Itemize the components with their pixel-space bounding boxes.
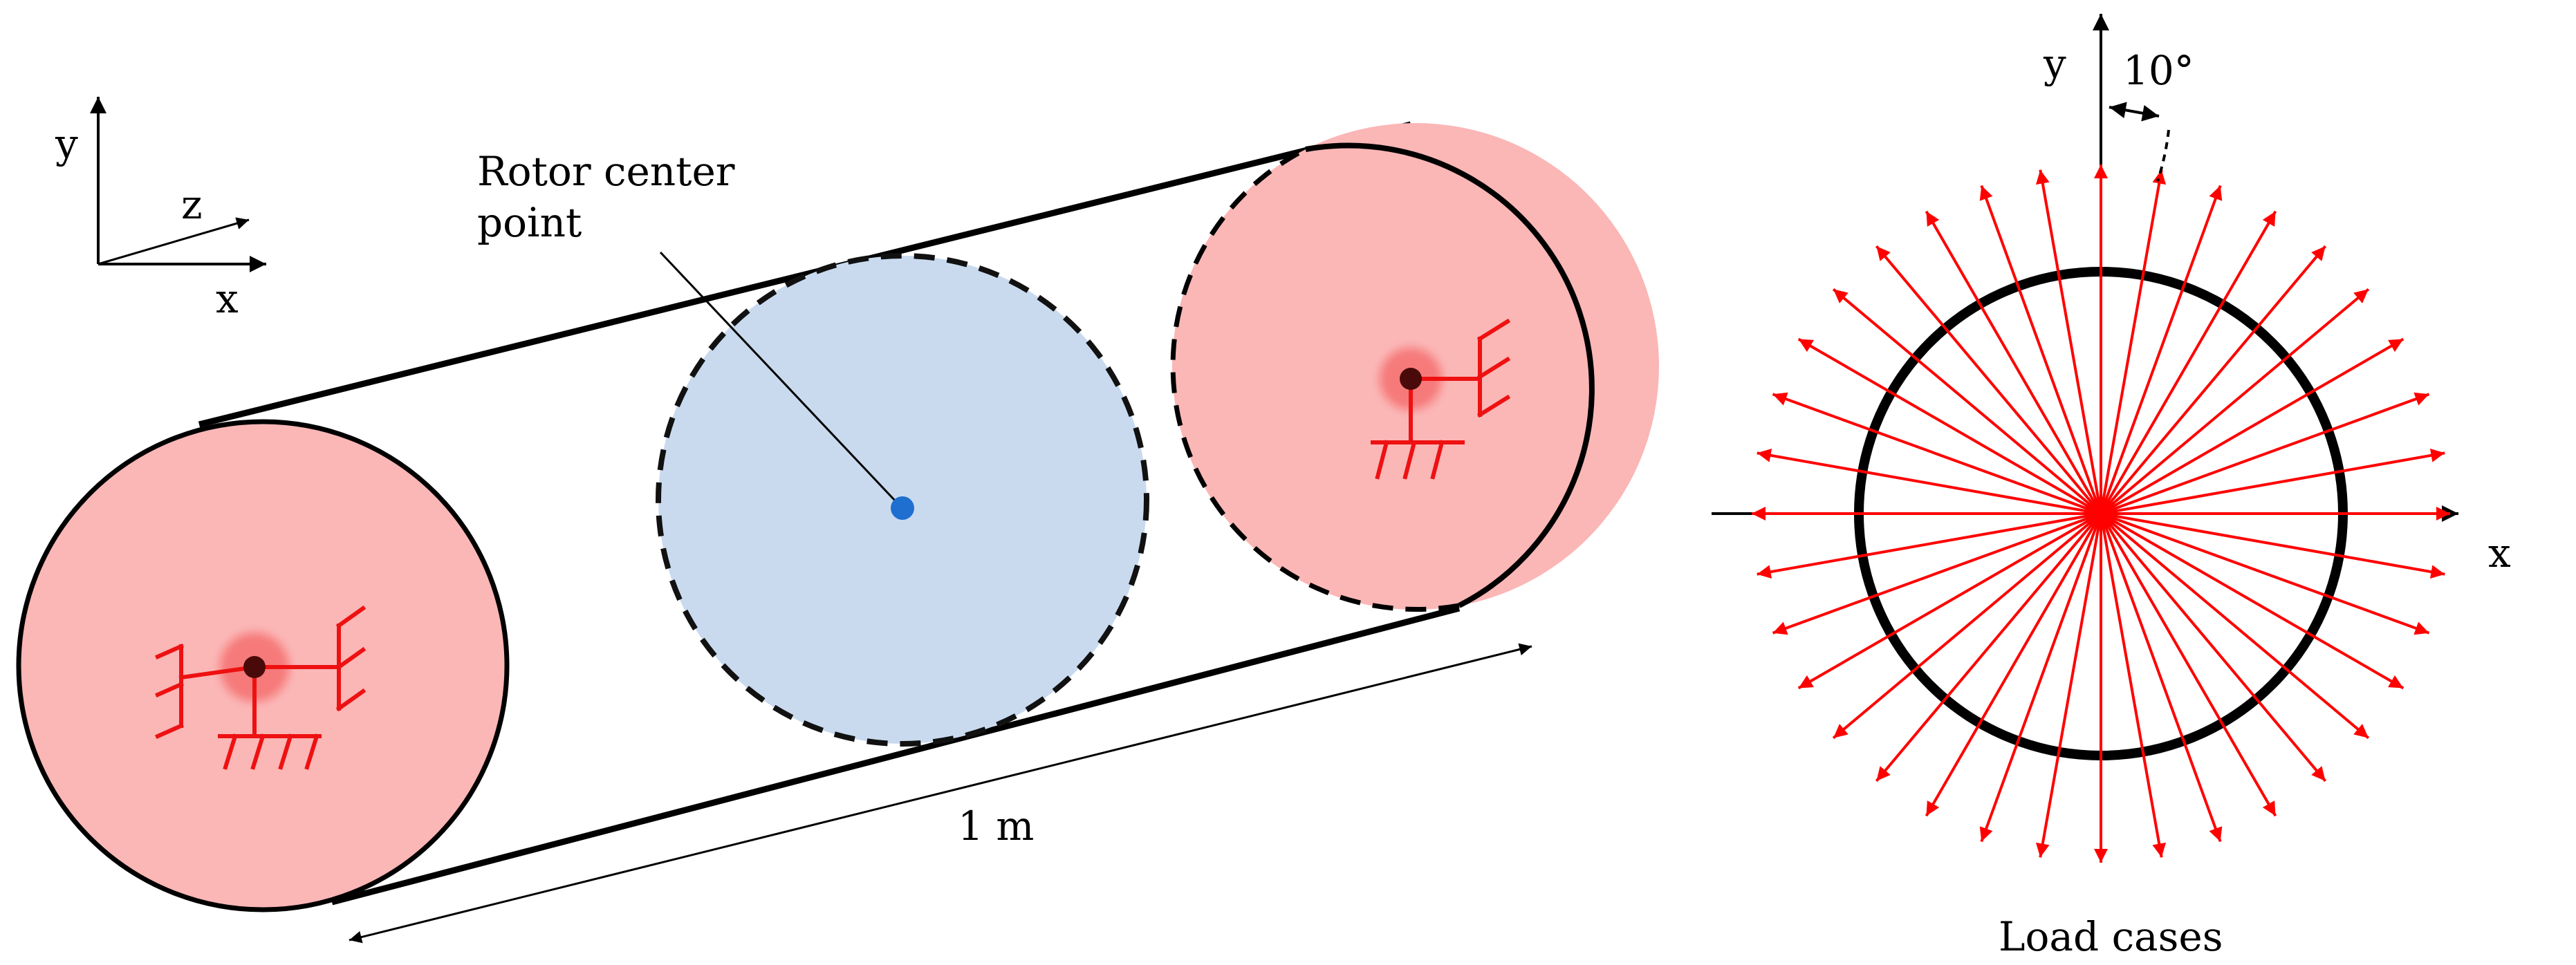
- triad-x-label: x: [216, 275, 239, 322]
- load-arrow-230deg: [1832, 512, 2102, 740]
- load-arrow-110deg: [2100, 512, 2430, 635]
- load-arrow-30deg: [2100, 210, 2277, 515]
- load-arrow-140deg: [2100, 512, 2327, 783]
- angle-indicator-arrow: [2109, 102, 2160, 122]
- load-arrow-340deg: [1979, 185, 2102, 514]
- front-bearing-node: [243, 656, 266, 678]
- load-arrow-70deg: [2100, 392, 2430, 515]
- triad-y-label: y: [55, 120, 78, 167]
- rear-bearing-dashed-edge: [1170, 147, 1460, 612]
- angle-label: 10°: [2123, 47, 2194, 94]
- load-case-diagram: y 10° x Load cases: [1712, 14, 2511, 960]
- triad-z-axis: [98, 217, 250, 265]
- load-arrow-150deg: [2100, 512, 2277, 817]
- load-arrow-350deg: [2035, 169, 2102, 514]
- load-arrow-20deg: [2100, 185, 2223, 514]
- load-arrow-210deg: [1925, 512, 2102, 817]
- load-arrow-10deg: [2100, 169, 2167, 514]
- load-arrow-50deg: [2100, 288, 2370, 515]
- load-arrow-40deg: [2100, 245, 2327, 515]
- load-arrow-300deg: [1797, 337, 2102, 515]
- load-arrow-220deg: [1875, 512, 2102, 783]
- rotor-center-dot: [891, 496, 914, 520]
- load-arrow-60deg: [2100, 337, 2404, 515]
- angle-indicator-dashed: [2156, 129, 2170, 182]
- rotor-center-label-line2: point: [477, 199, 582, 246]
- load-arrow-160deg: [2100, 513, 2223, 843]
- axes-triad: y z x: [55, 97, 266, 322]
- length-dimension-arrow: [349, 643, 1532, 944]
- load-arrow-200deg: [1979, 513, 2102, 843]
- triad-z-label: z: [181, 181, 203, 228]
- load-arrow-290deg: [1772, 392, 2102, 515]
- load-x-label: x: [2488, 530, 2511, 577]
- length-label: 1 m: [958, 803, 1034, 850]
- load-arrow-260deg: [1757, 512, 2102, 579]
- load-arrow-100deg: [2100, 512, 2445, 579]
- load-arrow-330deg: [1925, 210, 2102, 515]
- load-arrows: [1752, 165, 2450, 863]
- load-arrow-320deg: [1875, 245, 2102, 515]
- cylinder-top-edge: [198, 121, 1412, 428]
- load-arrow-280deg: [1757, 448, 2102, 515]
- load-arrow-310deg: [1832, 288, 2102, 515]
- load-arrow-240deg: [1797, 512, 2102, 690]
- load-cases-caption: Load cases: [1999, 913, 2223, 960]
- rotor-cylinder: [16, 121, 1659, 912]
- rear-bearing-solid-edge: [1305, 142, 1595, 608]
- load-arrow-80deg: [2100, 448, 2445, 515]
- load-arrow-170deg: [2100, 513, 2167, 858]
- load-arrow-120deg: [2100, 512, 2404, 690]
- rear-bearing-node: [1400, 368, 1422, 390]
- rotor-center-label-line1: Rotor center: [477, 148, 735, 195]
- load-arrow-190deg: [2035, 513, 2102, 858]
- load-arrow-130deg: [2100, 512, 2370, 740]
- load-arrow-250deg: [1772, 512, 2102, 635]
- load-y-label: y: [2043, 40, 2066, 87]
- rotor-center-leader-line: [659, 251, 897, 503]
